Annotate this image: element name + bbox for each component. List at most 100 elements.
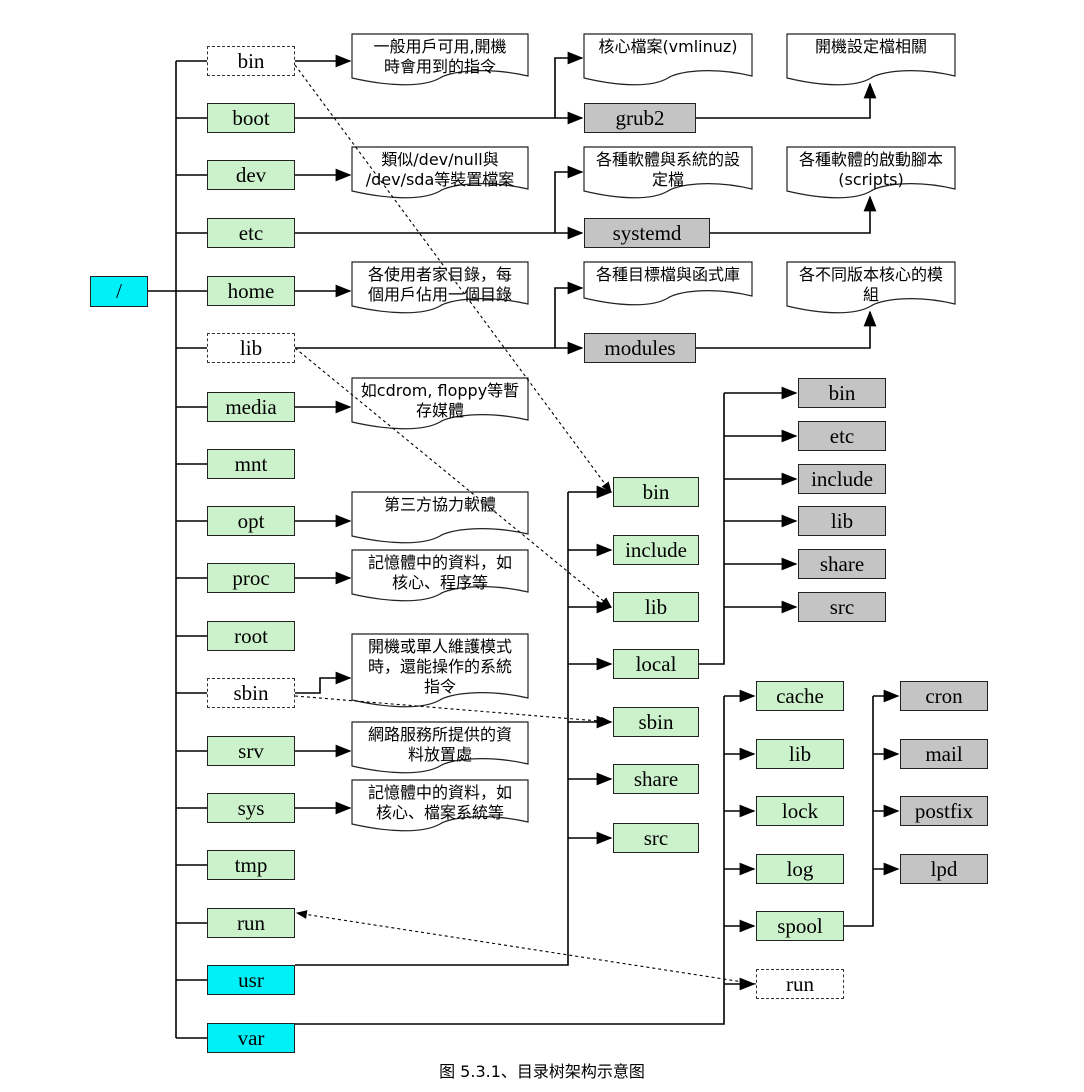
usr-sbin: sbin xyxy=(613,707,699,737)
note-shape-kernel xyxy=(583,33,753,86)
systemd-box: systemd xyxy=(584,218,710,248)
dir-lib: lib xyxy=(207,333,295,363)
figure-caption: 图 5.3.1、目录树架构示意图 xyxy=(439,1062,645,1081)
note-shape-etc xyxy=(583,146,753,199)
spool-postfix: postfix xyxy=(900,796,988,826)
dir-var: var xyxy=(207,1023,295,1053)
note-bin-line-0: 一般用戶可用,開機 xyxy=(373,37,507,56)
dir-tmp: tmp xyxy=(207,850,295,880)
note-boot_cfg: 開機設定檔相關 xyxy=(787,37,955,57)
note-sbin-line-2: 指令 xyxy=(423,677,456,696)
note-scripts-line-1: (scripts) xyxy=(838,170,904,189)
var-lock: lock xyxy=(756,796,844,826)
note-modules: 各不同版本核心的模組 xyxy=(787,265,955,305)
note-shape-boot_cfg xyxy=(786,33,956,86)
dir-proc: proc xyxy=(207,563,295,593)
note-shape-sbin xyxy=(351,633,529,708)
note-sbin-line-0: 開機或單人維護模式 xyxy=(367,637,512,656)
dir-usr: usr xyxy=(207,965,295,995)
local-src: src xyxy=(798,592,886,622)
note-shape-scripts xyxy=(786,146,956,199)
note-shape-modules xyxy=(786,261,956,314)
note-kernel: 核心檔案(vmlinuz) xyxy=(584,37,752,57)
dir-home: home xyxy=(207,276,295,306)
note-modules-line-1: 組 xyxy=(862,285,879,304)
note-sbin-line-1: 時，還能操作的系統 xyxy=(367,657,512,676)
note-lib-line-0: 各種目標檔與函式庫 xyxy=(595,265,740,284)
dir-sbin: sbin xyxy=(207,678,295,708)
note-media: 如cdrom, floppy等暫存媒體 xyxy=(352,381,528,421)
dir-bin: bin xyxy=(207,46,295,76)
note-proc: 記憶體中的資料，如核心、程序等 xyxy=(352,553,528,593)
note-bin: 一般用戶可用,開機時會用到的指令 xyxy=(352,37,528,77)
note-shape-sys xyxy=(351,779,529,832)
note-etc-line-1: 定檔 xyxy=(651,170,684,189)
usr-bin: bin xyxy=(613,477,699,507)
note-home-line-0: 各使用者家目錄，每 xyxy=(367,265,512,284)
note-scripts: 各種軟體的啟動腳本(scripts) xyxy=(787,150,955,190)
usr-src: src xyxy=(613,823,699,853)
note-boot_cfg-line-0: 開機設定檔相關 xyxy=(814,37,927,56)
note-sys: 記憶體中的資料，如核心、檔案系統等 xyxy=(352,783,528,823)
dir-sys: sys xyxy=(207,793,295,823)
dir-boot: boot xyxy=(207,103,295,133)
note-sys-line-0: 記憶體中的資料，如 xyxy=(367,783,512,802)
modules-box: modules xyxy=(584,333,696,363)
dir-root: root xyxy=(207,621,295,651)
root-node: / xyxy=(90,276,148,307)
usr-include: include xyxy=(613,535,699,565)
note-shape-media xyxy=(351,377,529,430)
note-etc: 各種軟體與系統的設定檔 xyxy=(584,150,752,190)
note-shape-home xyxy=(351,261,529,314)
local-lib: lib xyxy=(798,506,886,536)
note-home-line-1: 個用戶佔用一個目錄 xyxy=(367,285,512,304)
grub2-box: grub2 xyxy=(584,103,696,133)
note-modules-line-0: 各不同版本核心的模 xyxy=(798,265,943,284)
note-shape-opt xyxy=(351,491,529,544)
usr-lib: lib xyxy=(613,592,699,622)
spool-lpd: lpd xyxy=(900,854,988,884)
dir-run: run xyxy=(207,908,295,938)
note-media-line-0: 如cdrom, floppy等暫 xyxy=(360,381,520,400)
note-shape-proc xyxy=(351,549,529,602)
var-cache: cache xyxy=(756,681,844,711)
note-bin-line-1: 時會用到的指令 xyxy=(383,57,496,76)
note-shape-lib xyxy=(583,261,753,306)
dir-media: media xyxy=(207,392,295,422)
local-share: share xyxy=(798,549,886,579)
spool-mail: mail xyxy=(900,739,988,769)
local-etc: etc xyxy=(798,421,886,451)
note-lib: 各種目標檔與函式庫 xyxy=(584,265,752,285)
dir-srv: srv xyxy=(207,736,295,766)
var-log: log xyxy=(756,854,844,884)
usr-share: share xyxy=(613,764,699,794)
note-dev-line-0: 類似/dev/null與 xyxy=(381,150,499,169)
note-srv: 網路服務所提供的資料放置處 xyxy=(352,725,528,765)
note-home: 各使用者家目錄，每個用戶佔用一個目錄 xyxy=(352,265,528,305)
note-proc-line-1: 核心、程序等 xyxy=(391,573,488,592)
note-etc-line-0: 各種軟體與系統的設 xyxy=(595,150,740,169)
note-srv-line-1: 料放置處 xyxy=(407,745,472,764)
note-dev-line-1: /dev/sda等裝置檔案 xyxy=(365,170,515,189)
note-sys-line-1: 核心、檔案系統等 xyxy=(375,803,504,822)
note-shape-srv xyxy=(351,721,529,774)
dir-dev: dev xyxy=(207,160,295,190)
note-shape-dev xyxy=(351,146,529,199)
note-scripts-line-0: 各種軟體的啟動腳本 xyxy=(798,150,943,169)
note-opt: 第三方協力軟體 xyxy=(352,495,528,515)
spool-cron: cron xyxy=(900,681,988,711)
var-lib: lib xyxy=(756,739,844,769)
note-kernel-line-0: 核心檔案(vmlinuz) xyxy=(598,37,738,56)
note-proc-line-0: 記憶體中的資料，如 xyxy=(367,553,512,572)
dir-mnt: mnt xyxy=(207,449,295,479)
note-srv-line-0: 網路服務所提供的資 xyxy=(367,725,512,744)
note-opt-line-0: 第三方協力軟體 xyxy=(383,495,496,514)
note-dev: 類似/dev/null與/dev/sda等裝置檔案 xyxy=(352,150,528,190)
note-shape-bin xyxy=(351,33,529,86)
local-bin: bin xyxy=(798,378,886,408)
dir-etc: etc xyxy=(207,218,295,248)
note-media-line-1: 存媒體 xyxy=(415,401,464,420)
var-run: run xyxy=(756,969,844,999)
